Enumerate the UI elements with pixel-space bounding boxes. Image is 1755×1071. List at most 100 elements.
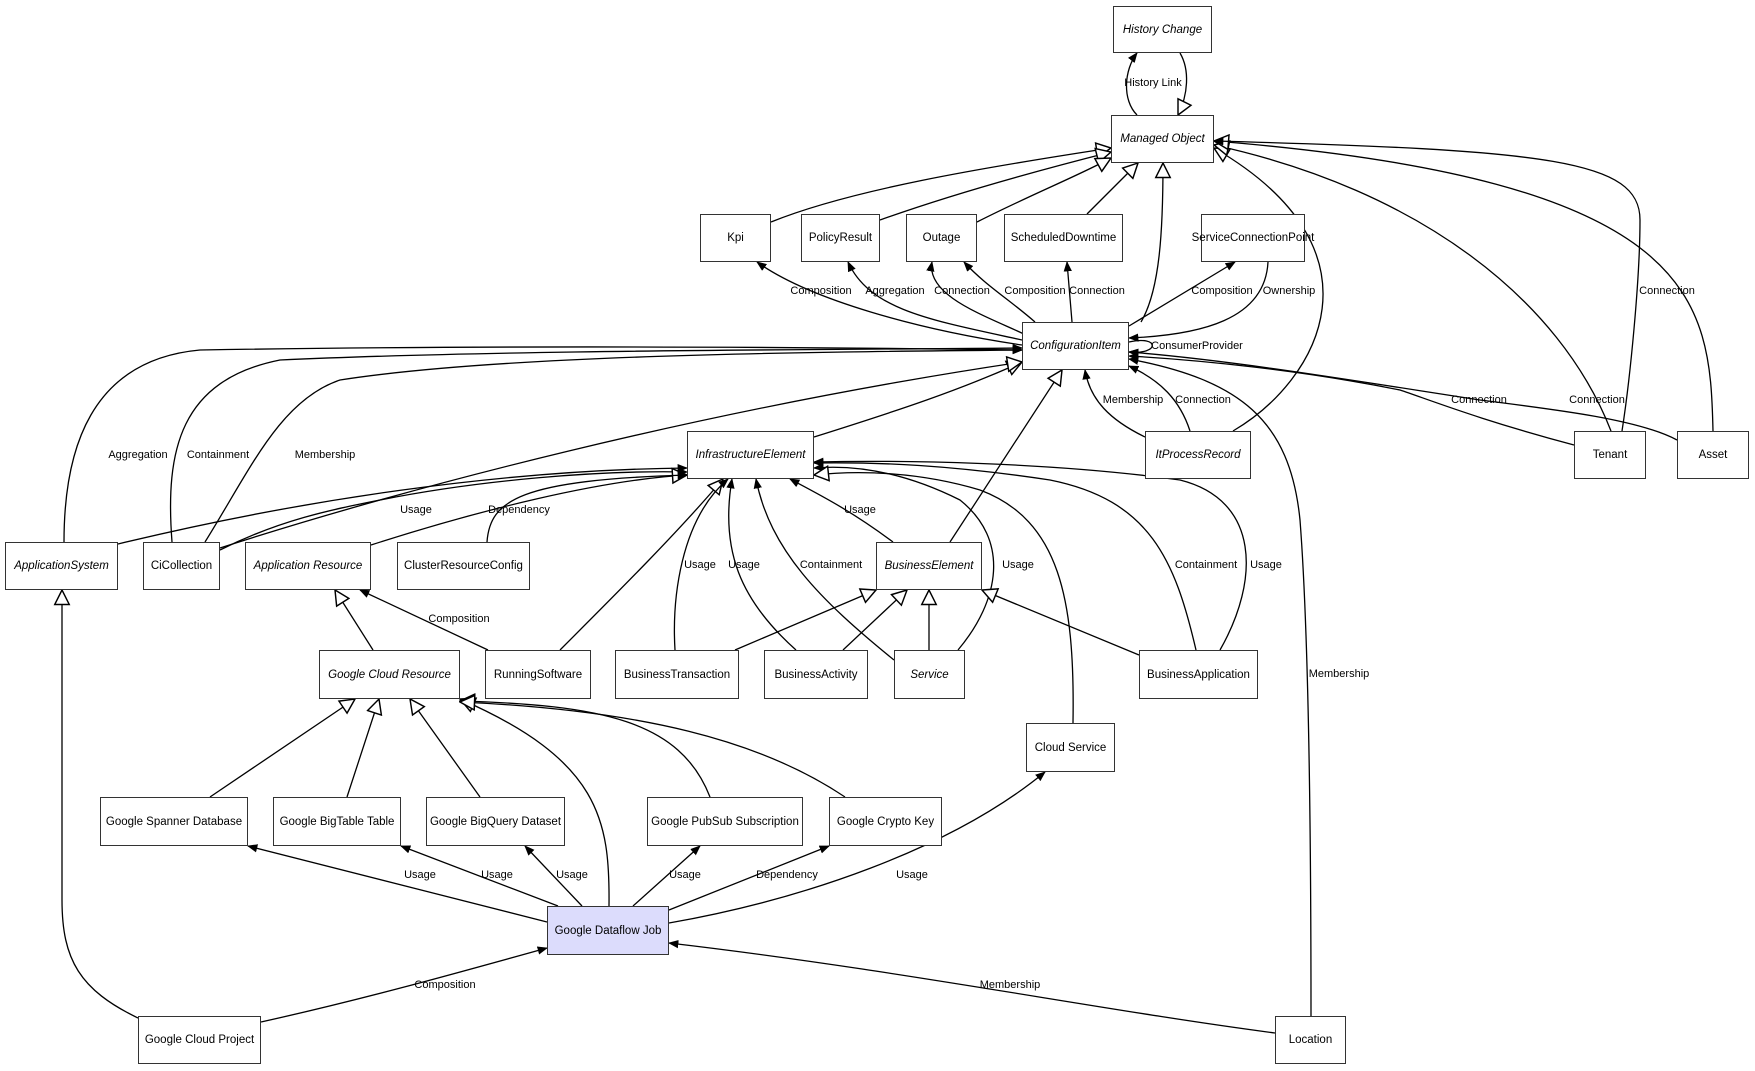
edge-label: Composition <box>790 285 852 297</box>
class-node-label: Google Dataflow Job <box>554 924 662 937</box>
class-node-label: Application Resource <box>253 560 363 572</box>
inheritance-edge-application-resource-to-infrastructure-element <box>370 475 687 546</box>
inheritance-edge-business-activity-to-business-element <box>842 590 907 651</box>
edge-label: Membership <box>1308 668 1370 680</box>
association-edge-tenant-to-configuration-item <box>1127 352 1575 446</box>
class-node-google-dataflow-job[interactable]: Google Dataflow Job <box>547 906 669 955</box>
association-edge-it-process-record-to-configuration-item <box>1082 368 1146 438</box>
edge-label: Dependency <box>488 504 550 516</box>
class-node-kpi[interactable]: Kpi <box>700 214 771 262</box>
association-edge-business-transaction-to-infrastructure-element <box>673 478 729 651</box>
class-node-label: ConfigurationItem <box>1030 340 1121 352</box>
edge-label: Usage <box>556 869 588 881</box>
class-node-cluster-resource-config[interactable]: ClusterResourceConfig <box>397 542 530 590</box>
class-node-configuration-item[interactable]: ConfigurationItem <box>1022 322 1129 370</box>
class-node-asset[interactable]: Asset <box>1677 431 1749 479</box>
class-node-business-application[interactable]: BusinessApplication <box>1139 650 1258 699</box>
association-edge-running-software-to-application-resource <box>359 589 489 651</box>
class-node-label: BusinessElement <box>884 560 974 572</box>
class-node-label: CiCollection <box>150 560 213 572</box>
class-node-label: BusinessActivity <box>774 668 858 681</box>
association-edge-configuration-item-to-policy-result <box>847 261 1023 341</box>
class-node-label: ClusterResourceConfig <box>404 560 523 572</box>
class-node-google-cloud-resource[interactable]: Google Cloud Resource <box>319 650 460 699</box>
class-node-label: Location <box>1288 1034 1333 1046</box>
class-node-application-system[interactable]: ApplicationSystem <box>5 542 118 590</box>
class-node-label: PolicyResult <box>808 232 873 244</box>
class-node-managed-object[interactable]: Managed Object <box>1111 115 1214 163</box>
edge-label: Connection <box>1569 394 1625 406</box>
edge-label: Ownership <box>1262 285 1316 297</box>
inheritance-edge-kpi-to-managed-object <box>770 148 1111 223</box>
edge-label: Containment <box>799 559 863 571</box>
inheritance-edge-google-cloud-project-to-application-system <box>62 590 139 1019</box>
association-edge-google-dataflow-job-to-google-crypto-key <box>668 845 830 911</box>
class-node-running-software[interactable]: RunningSoftware <box>485 650 591 699</box>
edge-label: Membership <box>1102 394 1164 406</box>
class-node-google-bigtable-table[interactable]: Google BigTable Table <box>273 797 401 846</box>
edge-label: Membership <box>294 449 356 461</box>
edge-label: Composition <box>414 979 476 991</box>
class-node-cloud-service[interactable]: Cloud Service <box>1026 723 1115 772</box>
association-edge-business-element-to-infrastructure-element <box>789 478 894 543</box>
class-node-label: InfrastructureElement <box>695 449 806 461</box>
association-edge-configuration-item-to-outage <box>963 261 1036 323</box>
edge-label: Aggregation <box>865 285 925 297</box>
inheritance-edge-history-change-to-managed-object <box>1178 52 1187 115</box>
edge-label: Composition <box>1191 285 1253 297</box>
class-node-label: Google Cloud Resource <box>328 668 451 681</box>
association-edge-configuration-item-to-scheduled-downtime <box>1063 260 1073 323</box>
association-edge-business-application-to-infrastructure-element <box>812 458 1197 651</box>
inheritance-edge-google-spanner-database-to-google-cloud-resource <box>209 699 355 798</box>
class-node-ci-collection[interactable]: CiCollection <box>143 542 220 590</box>
association-edge-location-to-google-dataflow-job <box>667 939 1276 1034</box>
inheritance-edge-google-bigquery-dataset-to-google-cloud-resource <box>410 699 481 798</box>
edge-label: Containment <box>1174 559 1238 571</box>
class-node-label: Tenant <box>1592 449 1628 461</box>
class-node-label: Google Spanner Database <box>105 815 243 828</box>
association-edge-google-dataflow-job-to-google-bigtable-table <box>400 845 559 907</box>
edge-label: Connection <box>934 285 990 297</box>
association-edge-ci-collection-to-configuration-item <box>169 343 1024 543</box>
class-node-policy-result[interactable]: PolicyResult <box>801 214 880 262</box>
class-node-label: Google BigQuery Dataset <box>429 815 562 828</box>
class-node-business-transaction[interactable]: BusinessTransaction <box>615 650 739 699</box>
class-node-service-connection-point[interactable]: ServiceConnectionPoint <box>1192 214 1314 262</box>
class-node-infrastructure-element[interactable]: InfrastructureElement <box>687 431 814 479</box>
inheritance-edge-google-bigtable-table-to-google-cloud-resource <box>346 699 379 798</box>
class-node-scheduled-downtime[interactable]: ScheduledDowntime <box>1004 214 1123 262</box>
association-edge-configuration-item-to-kpi <box>756 261 1023 346</box>
inheritance-edge-it-process-record-to-managed-object <box>1214 148 1324 432</box>
association-edge-google-dataflow-job-to-google-bigquery-dataset <box>524 845 583 907</box>
inheritance-edge-ci-collection-to-configuration-item <box>219 362 1022 549</box>
class-node-location[interactable]: Location <box>1275 1016 1346 1064</box>
class-node-google-spanner-database[interactable]: Google Spanner Database <box>100 797 248 846</box>
class-node-history-change[interactable]: History Change <box>1113 6 1212 53</box>
class-node-google-cloud-project[interactable]: Google Cloud Project <box>138 1016 261 1064</box>
edge-label: Connection <box>1175 394 1231 406</box>
class-node-label: History Change <box>1122 23 1203 36</box>
inheritance-edge-scheduled-downtime-to-managed-object <box>1086 163 1138 215</box>
inheritance-edge-google-dataflow-job-to-google-cloud-resource <box>460 699 610 907</box>
association-edge-google-dataflow-job-to-google-spanner-database <box>246 844 548 923</box>
edge-label: History Link <box>1124 77 1182 89</box>
class-node-service[interactable]: Service <box>894 650 965 699</box>
association-edge-location-to-configuration-item <box>1127 356 1312 1017</box>
inheritance-edge-google-crypto-key-to-google-cloud-resource <box>460 702 846 798</box>
class-node-business-activity[interactable]: BusinessActivity <box>764 650 868 699</box>
class-node-tenant[interactable]: Tenant <box>1574 431 1646 479</box>
class-node-business-element[interactable]: BusinessElement <box>876 542 982 590</box>
class-node-application-resource[interactable]: Application Resource <box>245 542 371 590</box>
class-node-google-crypto-key[interactable]: Google Crypto Key <box>829 797 942 846</box>
class-node-label: Google PubSub Subscription <box>651 815 799 828</box>
class-node-google-bigquery-dataset[interactable]: Google BigQuery Dataset <box>426 797 565 846</box>
association-edge-google-cloud-project-to-google-dataflow-job <box>260 946 549 1023</box>
class-node-google-pubsub-subscription[interactable]: Google PubSub Subscription <box>647 797 803 846</box>
association-edge-google-dataflow-job-to-google-pubsub-subscription <box>632 845 701 907</box>
class-node-outage[interactable]: Outage <box>906 214 977 262</box>
inheritance-edge-running-software-to-infrastructure-element <box>559 479 723 651</box>
class-node-it-process-record[interactable]: ItProcessRecord <box>1145 431 1251 479</box>
inheritance-edge-outage-to-managed-object <box>976 158 1111 223</box>
